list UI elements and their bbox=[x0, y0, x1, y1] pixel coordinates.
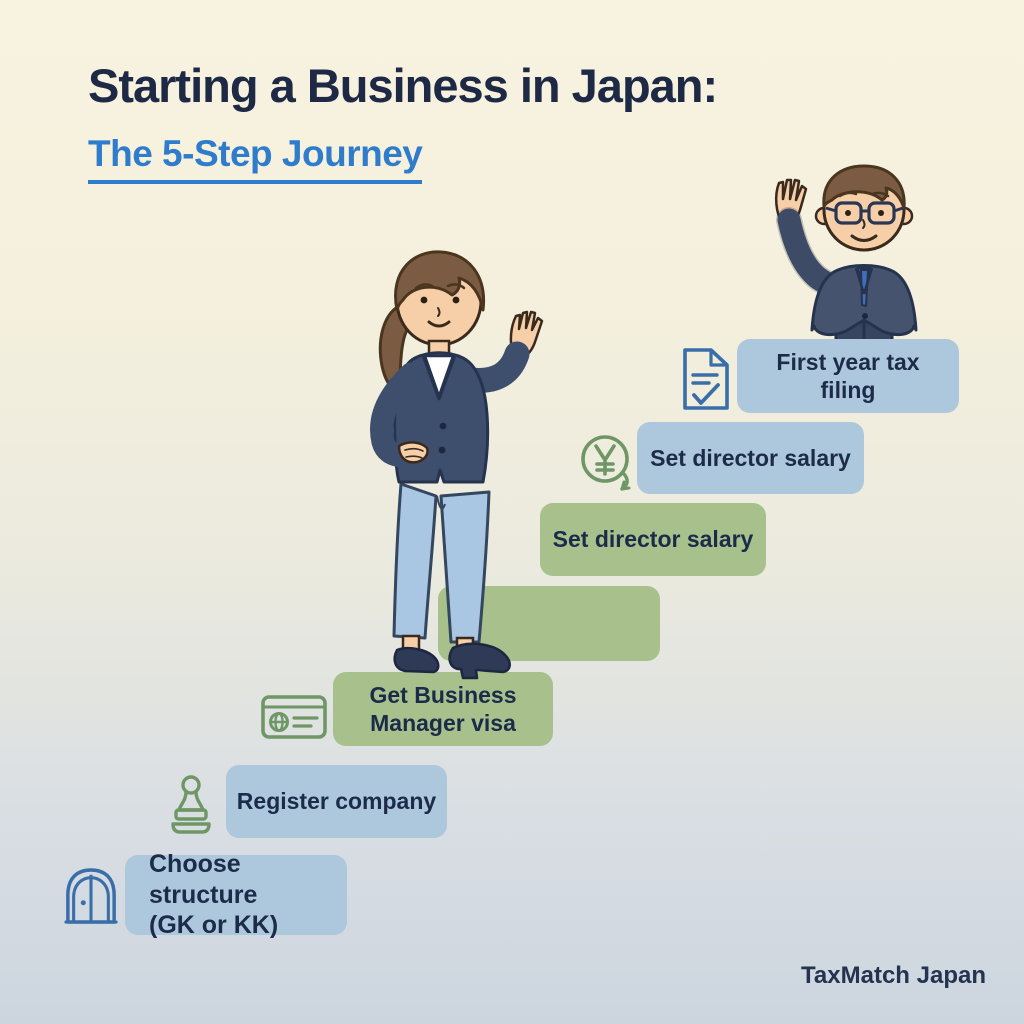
businesswoman-waving-illustration bbox=[370, 250, 544, 680]
step-choose-structure: Choose structure (GK or KK) bbox=[125, 850, 347, 939]
door-icon bbox=[64, 868, 118, 924]
step-label: Register company bbox=[236, 788, 437, 815]
businessman-waving-illustration bbox=[774, 164, 918, 358]
step-business-manager-visa: Get Business Manager visa bbox=[333, 672, 553, 746]
step-register-company: Register company bbox=[226, 765, 447, 838]
step-label: Set director salary bbox=[552, 526, 754, 553]
yen-circle-icon bbox=[581, 435, 631, 491]
step-director-salary-green: Set director salary bbox=[540, 503, 766, 576]
brand-footer: TaxMatch Japan bbox=[801, 962, 986, 989]
residence-card-icon bbox=[261, 695, 327, 739]
step-label: Choose structure (GK or KK) bbox=[149, 850, 279, 940]
step-director-salary-blue: Set director salary bbox=[637, 422, 864, 494]
stamp-icon bbox=[171, 775, 211, 834]
step-label: Get Business Manager visa bbox=[369, 681, 517, 736]
step-first-year-tax-filing: First year tax filing bbox=[737, 339, 959, 413]
page-title: Starting a Business in Japan: bbox=[88, 59, 718, 112]
step-label: Set director salary bbox=[650, 444, 851, 471]
page-subtitle: The 5-Step Journey bbox=[88, 133, 423, 184]
tax-document-icon bbox=[683, 348, 729, 410]
step-label: First year tax filing bbox=[776, 348, 920, 403]
